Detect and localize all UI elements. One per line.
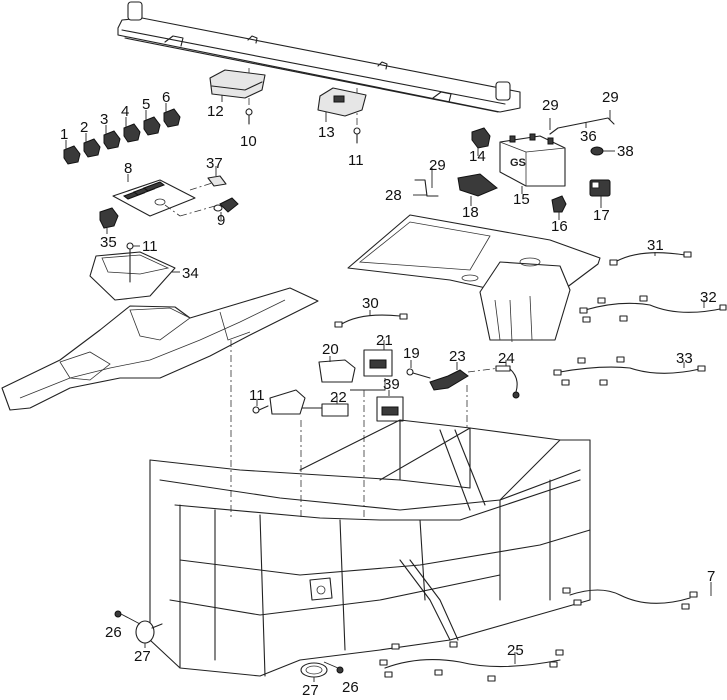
part-14-relay (471, 127, 491, 149)
part-18-regulator (457, 173, 498, 197)
main-frame (149, 419, 591, 677)
callout-26-bottom: 26 (342, 679, 359, 696)
callout-24: 24 (498, 350, 515, 367)
callout-8: 8 (124, 160, 132, 177)
callout-7: 7 (707, 568, 715, 585)
part-23-sensor (429, 367, 501, 391)
rocker-switches (63, 103, 181, 165)
callout-labels: 1 2 3 4 5 6 7 8 9 10 11 11 11 12 13 14 1… (60, 89, 717, 699)
part-9-socket (213, 197, 239, 213)
callout-37: 37 (206, 155, 223, 172)
part-26-nut-left-icon (114, 610, 122, 618)
callout-21: 21 (376, 332, 393, 349)
callout-16: 16 (551, 218, 568, 235)
callout-2: 2 (80, 119, 88, 136)
callout-17: 17 (593, 207, 610, 224)
part-12-module (209, 69, 266, 99)
callout-30: 30 (362, 295, 379, 312)
screw-11-bin-icon (126, 242, 134, 250)
callout-5: 5 (142, 96, 150, 113)
part-16-connector (551, 195, 567, 213)
part-17-fuse (589, 179, 611, 197)
callout-25: 25 (507, 642, 524, 659)
callout-4: 4 (121, 103, 129, 120)
part-37-tab (207, 175, 227, 187)
callout-1: 1 (60, 126, 68, 143)
callout-31: 31 (647, 237, 664, 254)
part-38-cap (590, 146, 604, 156)
part-27-bumper-left (135, 620, 163, 644)
screw-19-icon (406, 368, 431, 379)
callout-11-bin: 11 (142, 238, 158, 255)
callout-28: 28 (385, 187, 402, 204)
part-39-relay (376, 396, 404, 422)
callout-29-mid: 29 (542, 97, 559, 114)
part-34-storage-bin (89, 247, 176, 301)
part-20-module (318, 359, 356, 383)
callout-11-top: 11 (348, 152, 364, 169)
part-15-battery: GS (499, 133, 566, 187)
callout-39: 39 (383, 376, 400, 393)
part-8-switch-panel (112, 179, 196, 217)
callout-29-right: 29 (602, 89, 619, 106)
part-21-relay (363, 349, 393, 377)
part-35-switch (99, 207, 119, 229)
callout-36: 36 (580, 128, 597, 145)
battery-brand-label: GS (510, 157, 526, 169)
part-31-harness (609, 251, 692, 266)
leader-lines (106, 95, 712, 682)
part-26-nut-bottom-icon (336, 666, 344, 674)
callout-11-lower: 11 (249, 387, 265, 404)
callout-35: 35 (100, 234, 117, 251)
part-33-harness (553, 356, 706, 386)
callout-32: 32 (700, 289, 717, 306)
part-36-bracket (549, 117, 615, 135)
floor-tray (347, 214, 601, 343)
callout-13: 13 (318, 124, 335, 141)
callout-12: 12 (207, 103, 224, 120)
callout-22: 22 (330, 389, 347, 406)
callout-15: 15 (513, 191, 530, 208)
screw-10-icon (245, 108, 253, 125)
part-32-harness (579, 295, 727, 323)
part-25-harness (379, 641, 564, 682)
part-7-harness (562, 587, 698, 610)
callout-14: 14 (469, 148, 486, 165)
dashboard-console (1, 287, 319, 411)
screw-11-icon (353, 127, 361, 144)
callout-27-left: 27 (134, 648, 151, 665)
part-13-module (317, 87, 367, 117)
callout-20: 20 (322, 341, 339, 358)
callout-19: 19 (403, 345, 420, 362)
part-22-module (269, 389, 349, 417)
screw-11-lower-icon (252, 405, 269, 414)
callout-38: 38 (617, 143, 634, 160)
part-28-bracket (414, 179, 439, 197)
callout-9: 9 (217, 212, 225, 229)
callout-27-bottom: 27 (302, 682, 319, 699)
callout-3: 3 (100, 111, 108, 128)
callout-29-left: 29 (429, 157, 446, 174)
callout-18: 18 (462, 204, 479, 221)
callout-10: 10 (240, 133, 257, 150)
part-24-sensor (495, 365, 520, 399)
callout-34: 34 (182, 265, 199, 282)
top-crossbar (117, 1, 521, 113)
callout-33: 33 (676, 350, 693, 367)
part-27-bumper-bottom (300, 662, 328, 678)
callout-26-left: 26 (105, 624, 122, 641)
callout-6: 6 (162, 89, 170, 106)
part-30-harness (334, 313, 408, 328)
callout-23: 23 (449, 348, 466, 365)
